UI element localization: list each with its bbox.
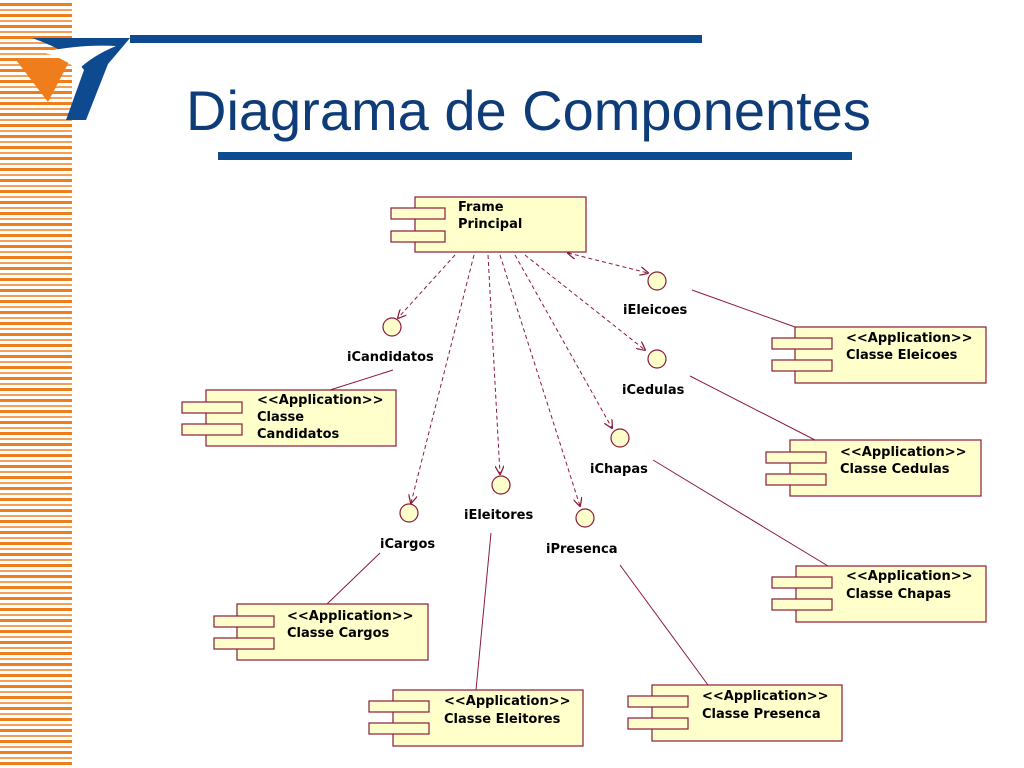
decorative-stripes bbox=[0, 0, 72, 768]
interface-label-ipresenca: iPresenca bbox=[546, 542, 618, 557]
component-classe-cargos: <<Application>> Classe Cargos bbox=[213, 603, 429, 661]
component-classe-presenca: <<Application>> Classe Presenca bbox=[627, 684, 843, 742]
component-label: Classe bbox=[257, 410, 304, 425]
component-stereotype: <<Application>> bbox=[702, 689, 829, 704]
logo-icon bbox=[16, 38, 130, 120]
component-label: Classe Cargos bbox=[287, 626, 390, 641]
page-title: Diagrama de Componentes bbox=[186, 79, 871, 142]
interface-label-ichapas: iChapas bbox=[590, 462, 648, 477]
component-classe-candidatos: <<Application>> Classe Candidatos bbox=[181, 389, 397, 447]
interface-icandidatos-icon bbox=[382, 317, 402, 337]
component-stereotype: <<Application>> bbox=[257, 393, 384, 408]
component-label: Principal bbox=[458, 217, 522, 232]
component-stereotype: <<Application>> bbox=[287, 609, 414, 624]
interface-label-ieleicoes: iEleicoes bbox=[623, 303, 688, 318]
component-label: Classe Eleitores bbox=[444, 712, 561, 727]
interface-ieleicoes-icon bbox=[647, 271, 667, 291]
interface-label-icargos: iCargos bbox=[380, 537, 435, 552]
interface-label-icedulas: iCedulas bbox=[622, 383, 685, 398]
component-stereotype: <<Application>> bbox=[846, 331, 973, 346]
interface-icedulas-icon bbox=[647, 349, 667, 369]
interface-label-ieleitores: iEleitores bbox=[464, 508, 533, 523]
component-label: Classe Chapas bbox=[846, 587, 951, 602]
component-classe-eleitores: <<Application>> Classe Eleitores bbox=[368, 689, 584, 747]
component-label: Candidatos bbox=[257, 427, 340, 442]
interface-circles bbox=[382, 271, 667, 528]
interface-ipresenca-icon bbox=[575, 508, 595, 528]
title-top-rule bbox=[130, 35, 702, 43]
interface-label-icandidatos: iCandidatos bbox=[347, 350, 434, 365]
component-label: Classe Cedulas bbox=[840, 462, 950, 477]
component-label: Classe Presenca bbox=[702, 707, 821, 722]
component-stereotype: <<Application>> bbox=[840, 445, 967, 460]
title-bottom-rule bbox=[218, 152, 852, 160]
interface-ichapas-icon bbox=[610, 428, 630, 448]
component-label: Frame bbox=[458, 200, 504, 215]
interface-ieleitores-icon bbox=[491, 475, 511, 495]
component-classe-chapas: <<Application>> Classe Chapas bbox=[771, 565, 987, 623]
component-classe-cedulas: <<Application>> Classe Cedulas bbox=[765, 439, 982, 497]
component-stereotype: <<Application>> bbox=[444, 694, 571, 709]
component-frame-principal: Frame Principal bbox=[390, 196, 587, 253]
component-classe-eleicoes: <<Application>> Classe Eleicoes bbox=[771, 326, 987, 384]
interface-icargos-icon bbox=[399, 503, 419, 523]
component-stereotype: <<Application>> bbox=[846, 569, 973, 584]
realization-lines bbox=[326, 289, 829, 691]
dependency-arrows bbox=[398, 253, 648, 506]
component-label: Classe Eleicoes bbox=[846, 348, 958, 363]
